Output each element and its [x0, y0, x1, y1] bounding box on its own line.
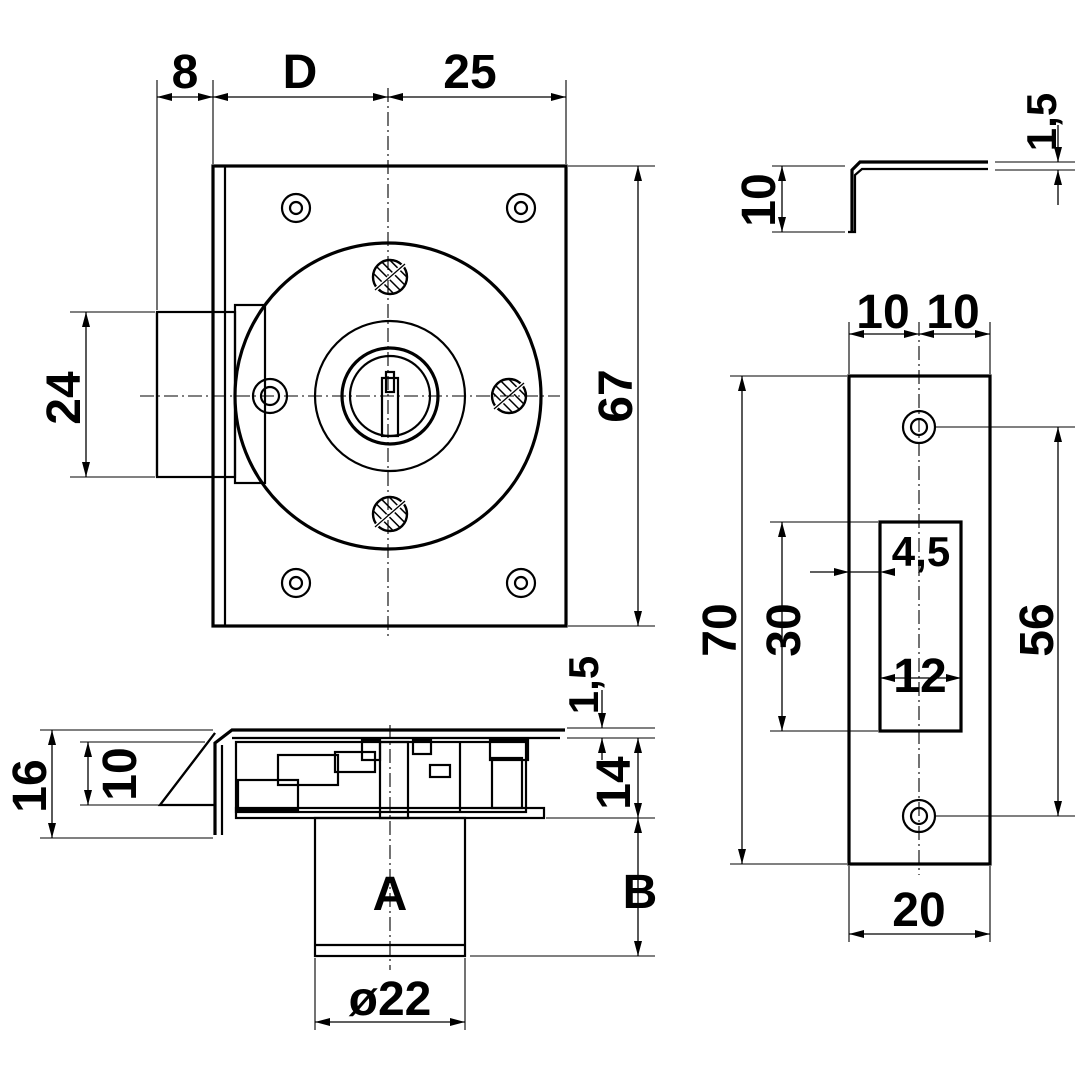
dim-diameter-22: ø22 [349, 973, 432, 1026]
strike-slot [878, 520, 963, 733]
dim-d: D [283, 46, 318, 99]
front-view: 8 D 25 24 67 [38, 46, 655, 640]
dim-10-side: 10 [94, 747, 147, 800]
dim-56: 56 [1011, 603, 1064, 656]
dim-30: 30 [758, 603, 811, 656]
dim-70: 70 [694, 603, 747, 656]
dim-16: 16 [4, 759, 57, 812]
side-view: A ø22 16 10 1,5 [4, 656, 657, 1030]
mounting-hole [280, 192, 312, 224]
dim-10-right: 10 [926, 286, 979, 339]
dim-8: 8 [172, 46, 199, 99]
dim-12: 12 [893, 650, 946, 703]
dim-4-5: 4,5 [892, 528, 950, 575]
angle-profile: 10 1,5 [733, 93, 1075, 234]
dim-10-angle: 10 [733, 173, 786, 226]
dim-1-5-angle: 1,5 [1018, 93, 1065, 151]
mounting-hole [505, 567, 537, 599]
bolt-body [155, 310, 237, 479]
mounting-hole [280, 567, 312, 599]
strike-plate: 10 10 70 30 4,5 12 56 [694, 286, 1075, 942]
dim-24: 24 [38, 371, 91, 425]
dim-14: 14 [588, 756, 641, 810]
keyway [380, 376, 400, 438]
dim-25: 25 [443, 46, 496, 99]
dim-b: B [623, 866, 658, 919]
dim-1-5-side: 1,5 [560, 656, 607, 714]
mounting-hole [505, 192, 537, 224]
dim-20: 20 [892, 884, 945, 937]
dim-67: 67 [590, 369, 643, 422]
screw-head [371, 495, 409, 533]
screw-head [371, 258, 409, 296]
dim-10-left: 10 [856, 286, 909, 339]
